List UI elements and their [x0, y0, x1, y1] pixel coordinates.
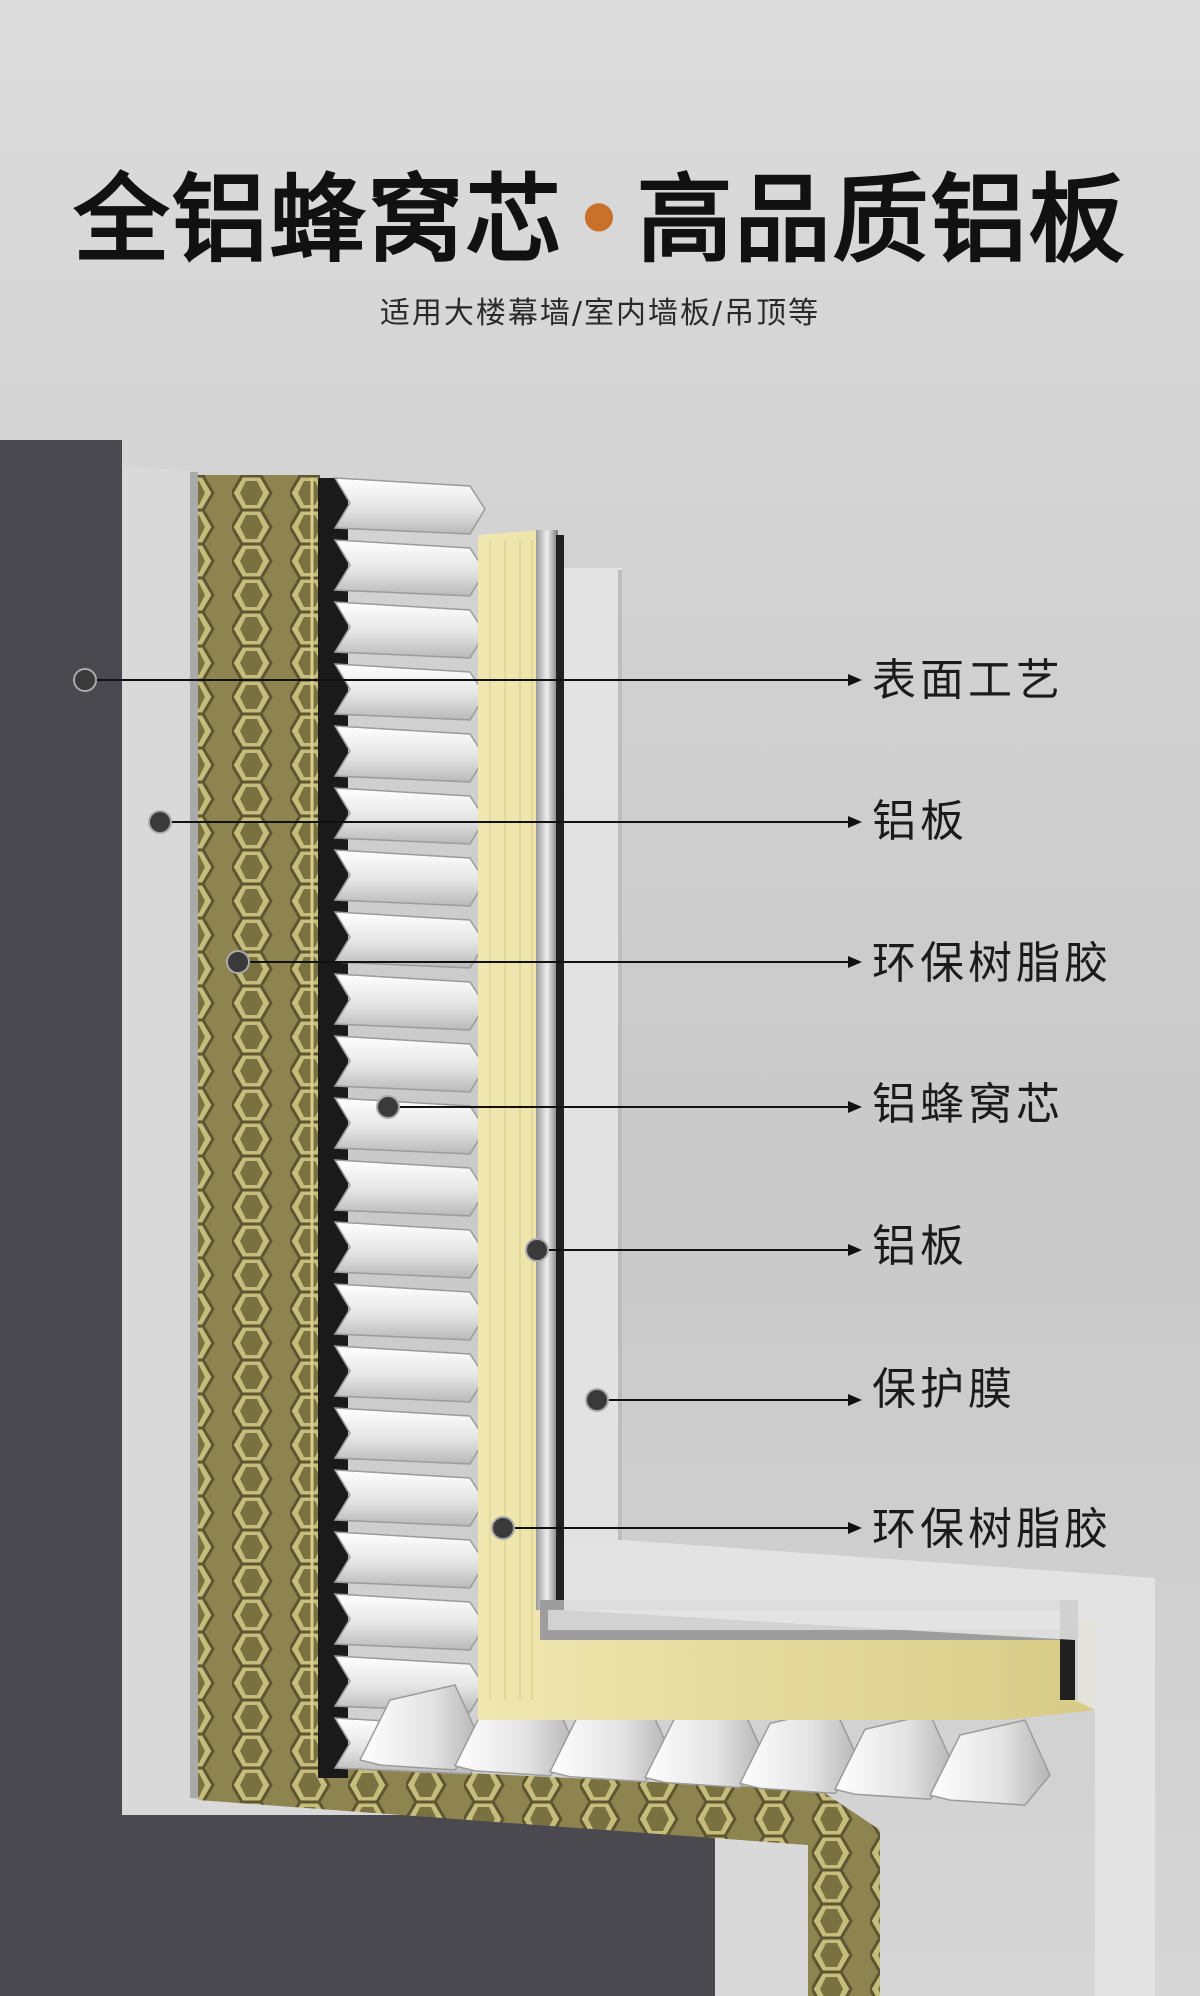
honeycomb-fold-strip-vertical [333, 477, 486, 1775]
leader-dot [376, 1095, 400, 1119]
leader-dot [226, 950, 250, 974]
leader-arrowhead [848, 1101, 862, 1113]
honeycomb-fold [928, 1719, 1051, 1806]
honeycomb-fold [333, 911, 486, 969]
layer-label-aluminum-plate-top: 铝板 [872, 796, 968, 847]
honeycomb-fold [333, 539, 486, 597]
title-left: 全铝蜂窝芯 [73, 164, 564, 276]
honeycomb-fold [333, 1407, 486, 1465]
dark-surface [0, 440, 715, 1996]
leader-dot [148, 810, 172, 834]
layer-label-resin-bottom: 环保树脂胶 [872, 1504, 1112, 1555]
title-right: 高品质铝板 [636, 164, 1127, 276]
page-subtitle: 适用大楼幕墙/室内墙板/吊顶等 [379, 296, 821, 331]
honeycomb-face-horizontal [198, 1760, 880, 1996]
leader-arrowhead [848, 1394, 862, 1406]
back-aluminum-plate-vertical [536, 530, 558, 1610]
honeycomb-fold [333, 725, 486, 783]
leader-arrowhead [848, 1244, 862, 1256]
leader-arrowhead [848, 956, 862, 968]
honeycomb-fold [333, 973, 486, 1031]
leader-dot [491, 1516, 515, 1540]
honeycomb-fold [333, 849, 486, 907]
header: 全铝蜂窝芯•高品质铝板 适用大楼幕墙/室内墙板/吊顶等 [0, 160, 1200, 332]
honeycomb-fold [333, 1593, 486, 1651]
honeycomb-fold [333, 663, 486, 721]
layer-label-aluminum-plate-bottom: 铝板 [872, 1221, 968, 1272]
honeycomb-fold [333, 1035, 486, 1093]
honeycomb-fold [333, 601, 486, 659]
honeycomb-fold [333, 1345, 486, 1403]
leader-arrowhead [848, 674, 862, 686]
leader-dot [73, 668, 97, 692]
callout-leaders [73, 668, 862, 1540]
honeycomb-fold [333, 787, 486, 845]
leader-arrowhead [848, 816, 862, 828]
honeycomb-face-vertical [198, 475, 320, 1780]
layer-label-protective-film: 保护膜 [872, 1364, 1016, 1415]
title-dot: • [573, 173, 627, 266]
honeycomb-fold [333, 1531, 486, 1589]
honeycomb-fold [333, 477, 486, 535]
honeycomb-fold [333, 1159, 486, 1217]
layer-label-resin-top: 环保树脂胶 [872, 938, 1112, 989]
protective-film [564, 568, 1155, 1996]
layer-label-honeycomb-core: 铝蜂窝芯 [872, 1079, 1064, 1130]
honeycomb-fold [333, 1469, 486, 1527]
leader-dot [525, 1238, 549, 1262]
page-title: 全铝蜂窝芯•高品质铝板 [0, 160, 1200, 280]
honeycomb-fold [333, 1221, 486, 1279]
honeycomb-fold [333, 1283, 486, 1341]
layer-label-surface-finish: 表面工艺 [872, 655, 1064, 706]
leader-dot [585, 1388, 609, 1412]
leader-arrowhead [848, 1522, 862, 1534]
